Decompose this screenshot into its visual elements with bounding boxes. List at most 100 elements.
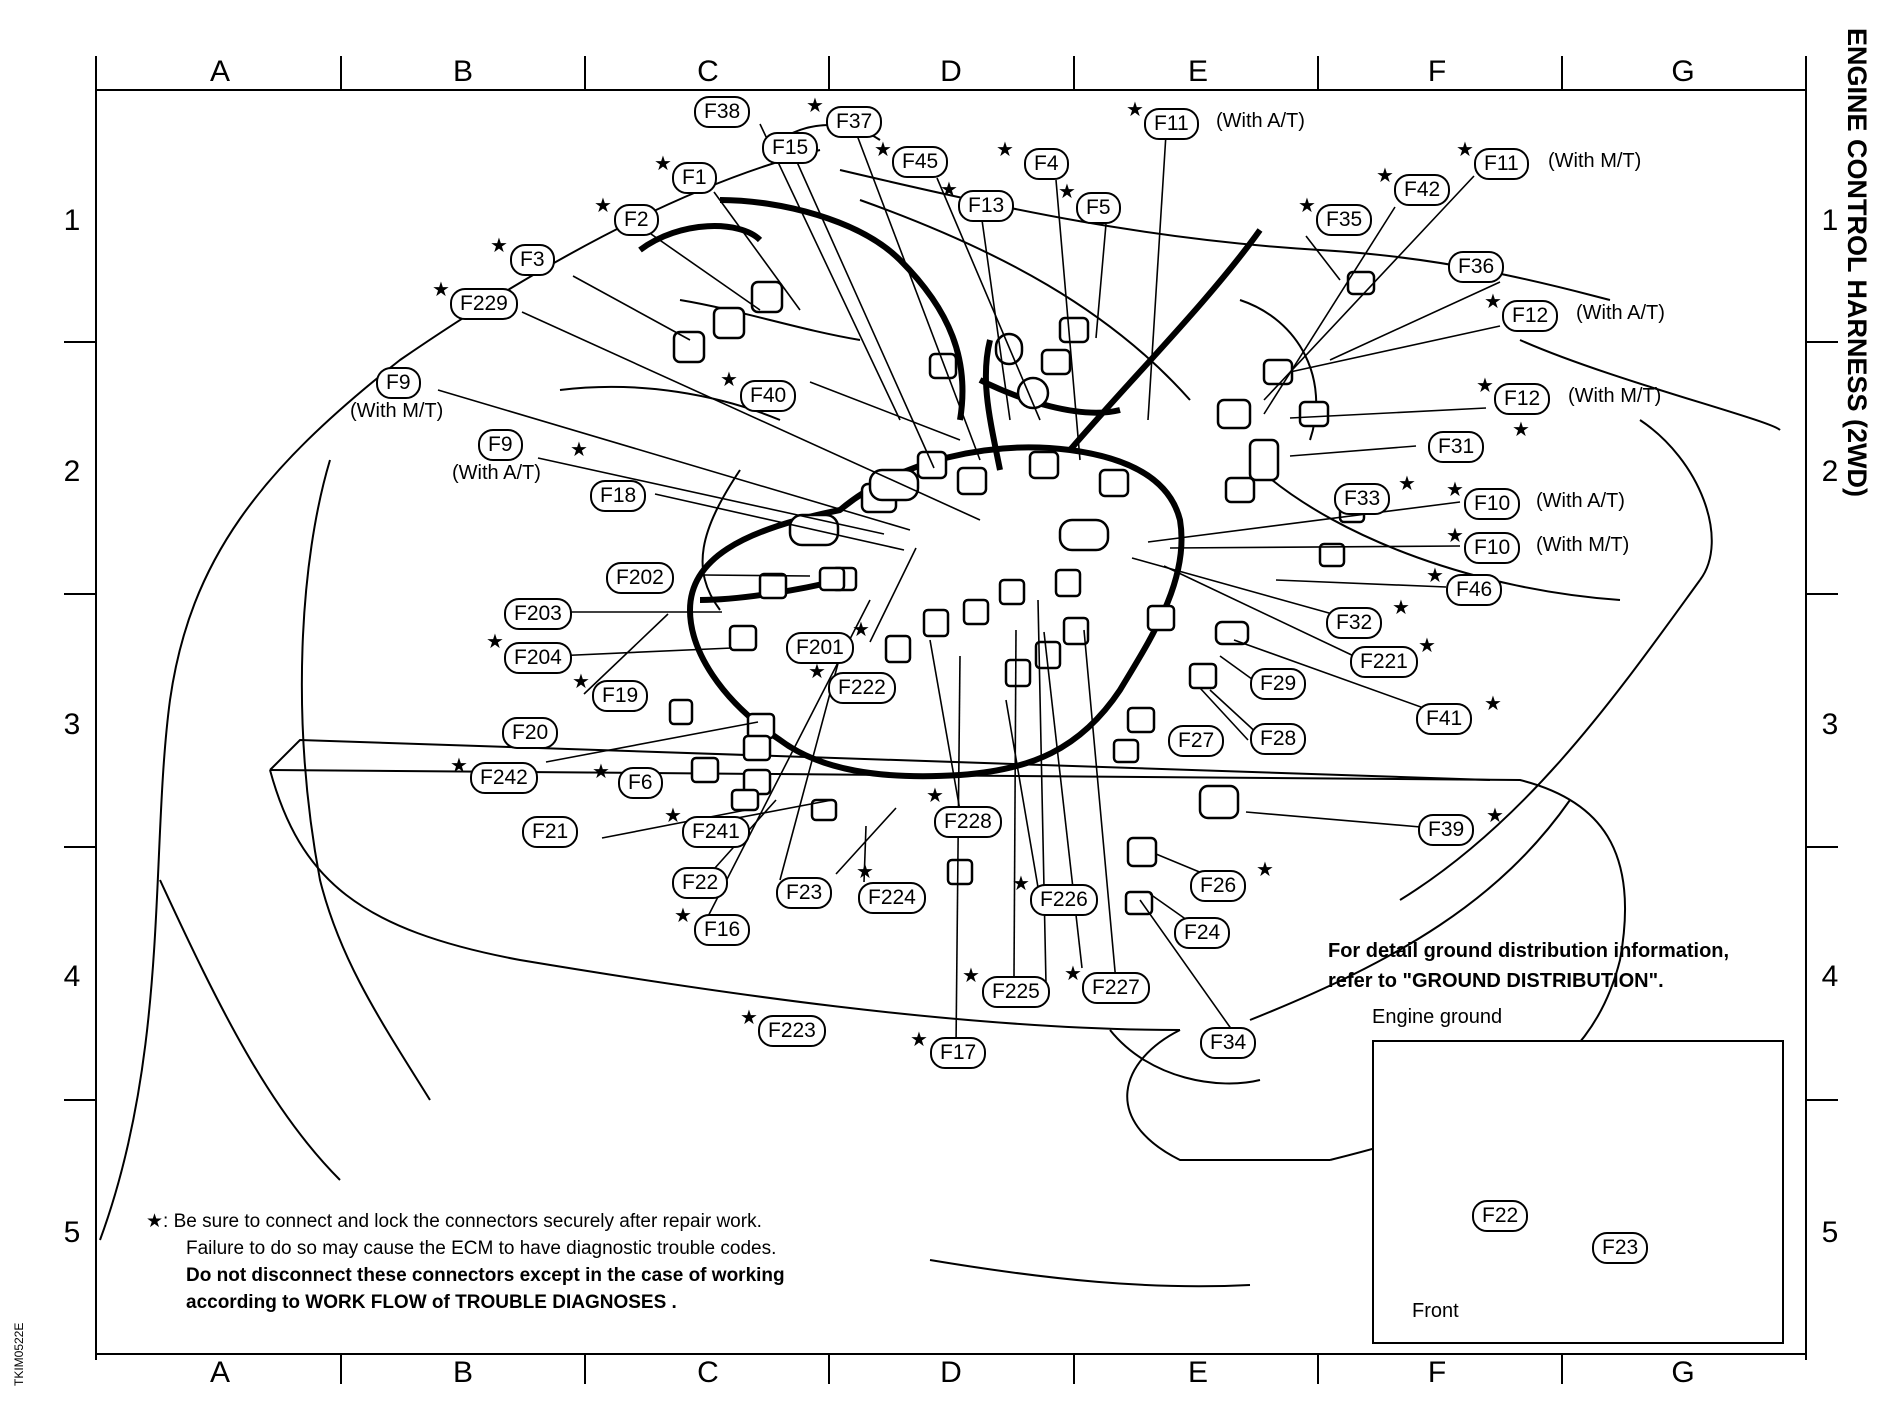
connector-label-f9-mt[interactable]: F9 xyxy=(376,367,421,399)
connector-label-f35[interactable]: F35 xyxy=(1316,204,1373,236)
connector-label-f10-at[interactable]: F10 xyxy=(1464,488,1521,520)
star-icon: ★ xyxy=(1484,291,1502,313)
connector-label-f12-at[interactable]: F12 xyxy=(1502,300,1559,332)
star-icon: ★ xyxy=(146,1211,164,1232)
image-code-text: TKIM0522E xyxy=(12,1322,26,1386)
connector-label-f223[interactable]: F223 xyxy=(758,1015,826,1047)
note-line: according to WORK FLOW of TROUBLE DIAGNO… xyxy=(186,1292,677,1313)
connector-label-f1[interactable]: F1 xyxy=(672,162,717,194)
star-icon: ★ xyxy=(874,139,892,161)
connector-label-f11-at[interactable]: F11 xyxy=(1144,108,1199,140)
image-code: TKIM0522E xyxy=(8,1290,38,1410)
connector-label-f225[interactable]: F225 xyxy=(982,976,1050,1008)
engine-ground-inset: F22 F23 Front xyxy=(1372,1040,1784,1344)
connector-label-f37[interactable]: F37 xyxy=(826,106,883,138)
connector-label-f202[interactable]: F202 xyxy=(606,562,674,594)
star-icon: ★ xyxy=(654,153,672,175)
column-label: D xyxy=(940,1356,962,1389)
connector-label-f242[interactable]: F242 xyxy=(470,762,538,794)
column-label: B xyxy=(452,55,473,88)
connector-label-f19[interactable]: F19 xyxy=(592,680,649,712)
connector-label-f222[interactable]: F222 xyxy=(828,672,896,704)
note-line: : Be sure to connect and lock the connec… xyxy=(163,1211,762,1232)
star-icon: ★ xyxy=(1418,635,1436,657)
page-title: ENGINE CONTROL HARNESS (2WD) xyxy=(1820,20,1880,580)
connector-label-f4[interactable]: F4 xyxy=(1024,148,1069,180)
condition-label: (With A/T) xyxy=(1216,110,1305,132)
column-label: G xyxy=(1671,1356,1695,1389)
connector-label-f33[interactable]: F33 xyxy=(1334,483,1391,515)
connector-label-f204[interactable]: F204 xyxy=(504,642,572,674)
connector-label-f38[interactable]: F38 xyxy=(694,96,751,128)
condition-label: (With M/T) xyxy=(1548,150,1642,172)
condition-label: (With M/T) xyxy=(350,400,444,422)
connector-label-f2[interactable]: F2 xyxy=(614,204,659,236)
row-label: 2 xyxy=(1821,455,1839,488)
connector-label-f27[interactable]: F27 xyxy=(1168,725,1225,757)
connector-label-f41[interactable]: F41 xyxy=(1416,703,1473,735)
connector-label-f16[interactable]: F16 xyxy=(694,914,751,946)
connector-label-f9-at[interactable]: F9 xyxy=(478,429,523,461)
connector-label-f34[interactable]: F34 xyxy=(1200,1027,1257,1059)
connector-label-f29[interactable]: F29 xyxy=(1250,668,1307,700)
connector-label-f20[interactable]: F20 xyxy=(502,717,559,749)
star-icon: ★ xyxy=(1398,473,1416,495)
connector-label-f45[interactable]: F45 xyxy=(892,146,949,178)
connector-label-f228[interactable]: F228 xyxy=(934,806,1002,838)
connector-label-f15[interactable]: F15 xyxy=(762,132,819,164)
star-icon: ★ xyxy=(1256,859,1274,881)
star-icon: ★ xyxy=(1298,195,1316,217)
row-label: 3 xyxy=(63,708,81,741)
column-label: D xyxy=(940,55,962,88)
connector-label-f12-mt[interactable]: F12 xyxy=(1494,383,1551,415)
connector-label-f21[interactable]: F21 xyxy=(522,816,579,848)
connector-label-f241[interactable]: F241 xyxy=(682,816,750,848)
connector-label-f22[interactable]: F22 xyxy=(672,867,729,899)
connector-label-f36[interactable]: F36 xyxy=(1448,251,1505,283)
connector-label-f10-mt[interactable]: F10 xyxy=(1464,532,1521,564)
leader-lines xyxy=(437,121,1501,1047)
row-label: 4 xyxy=(1821,960,1839,993)
connector-label-f3[interactable]: F3 xyxy=(510,244,555,276)
connector-label-f226[interactable]: F226 xyxy=(1030,884,1098,916)
connector-label-f42[interactable]: F42 xyxy=(1394,174,1451,206)
row-label: 4 xyxy=(63,960,81,993)
star-icon: ★ xyxy=(910,1029,928,1051)
connector-label-f17[interactable]: F17 xyxy=(930,1037,987,1069)
connector-label-f229[interactable]: F229 xyxy=(450,288,518,320)
star-icon: ★ xyxy=(432,279,450,301)
inset-connector-f22[interactable]: F22 xyxy=(1472,1200,1529,1232)
column-label: A xyxy=(209,55,230,88)
row-label: 1 xyxy=(63,204,81,237)
star-icon: ★ xyxy=(664,805,682,827)
connector-label-f46[interactable]: F46 xyxy=(1446,574,1503,606)
connector-label-f24[interactable]: F24 xyxy=(1174,917,1231,949)
connector-label-f221[interactable]: F221 xyxy=(1350,646,1418,678)
connector-label-f13[interactable]: F13 xyxy=(958,190,1015,222)
star-icon: ★ xyxy=(594,195,612,217)
connector-label-f18[interactable]: F18 xyxy=(590,480,647,512)
connector-label-f227[interactable]: F227 xyxy=(1082,972,1150,1004)
star-icon: ★ xyxy=(806,95,824,117)
connector-label-f11-mt[interactable]: F11 xyxy=(1474,148,1529,180)
connector-label-f203[interactable]: F203 xyxy=(504,598,572,630)
star-icon: ★ xyxy=(926,785,944,807)
inset-connector-f23[interactable]: F23 xyxy=(1592,1232,1649,1264)
connector-label-f28[interactable]: F28 xyxy=(1250,723,1307,755)
row-label: 5 xyxy=(1821,1216,1839,1249)
connector-label-f23[interactable]: F23 xyxy=(776,877,833,909)
connector-label-f26[interactable]: F26 xyxy=(1190,870,1247,902)
connector-label-f5[interactable]: F5 xyxy=(1076,192,1121,224)
connector-label-f201[interactable]: F201 xyxy=(786,632,854,664)
column-label: C xyxy=(697,1356,719,1389)
connector-label-f6[interactable]: F6 xyxy=(618,767,663,799)
connector-label-f224[interactable]: F224 xyxy=(858,882,926,914)
star-icon: ★ xyxy=(720,369,738,391)
connector-label-f31[interactable]: F31 xyxy=(1428,431,1485,463)
row-label: 2 xyxy=(63,455,81,488)
connector-label-f39[interactable]: F39 xyxy=(1418,814,1475,846)
connector-label-f40[interactable]: F40 xyxy=(740,380,797,412)
connector-label-f32[interactable]: F32 xyxy=(1326,607,1383,639)
note-line: Do not disconnect these connectors excep… xyxy=(186,1265,785,1286)
column-label: E xyxy=(1187,55,1208,88)
